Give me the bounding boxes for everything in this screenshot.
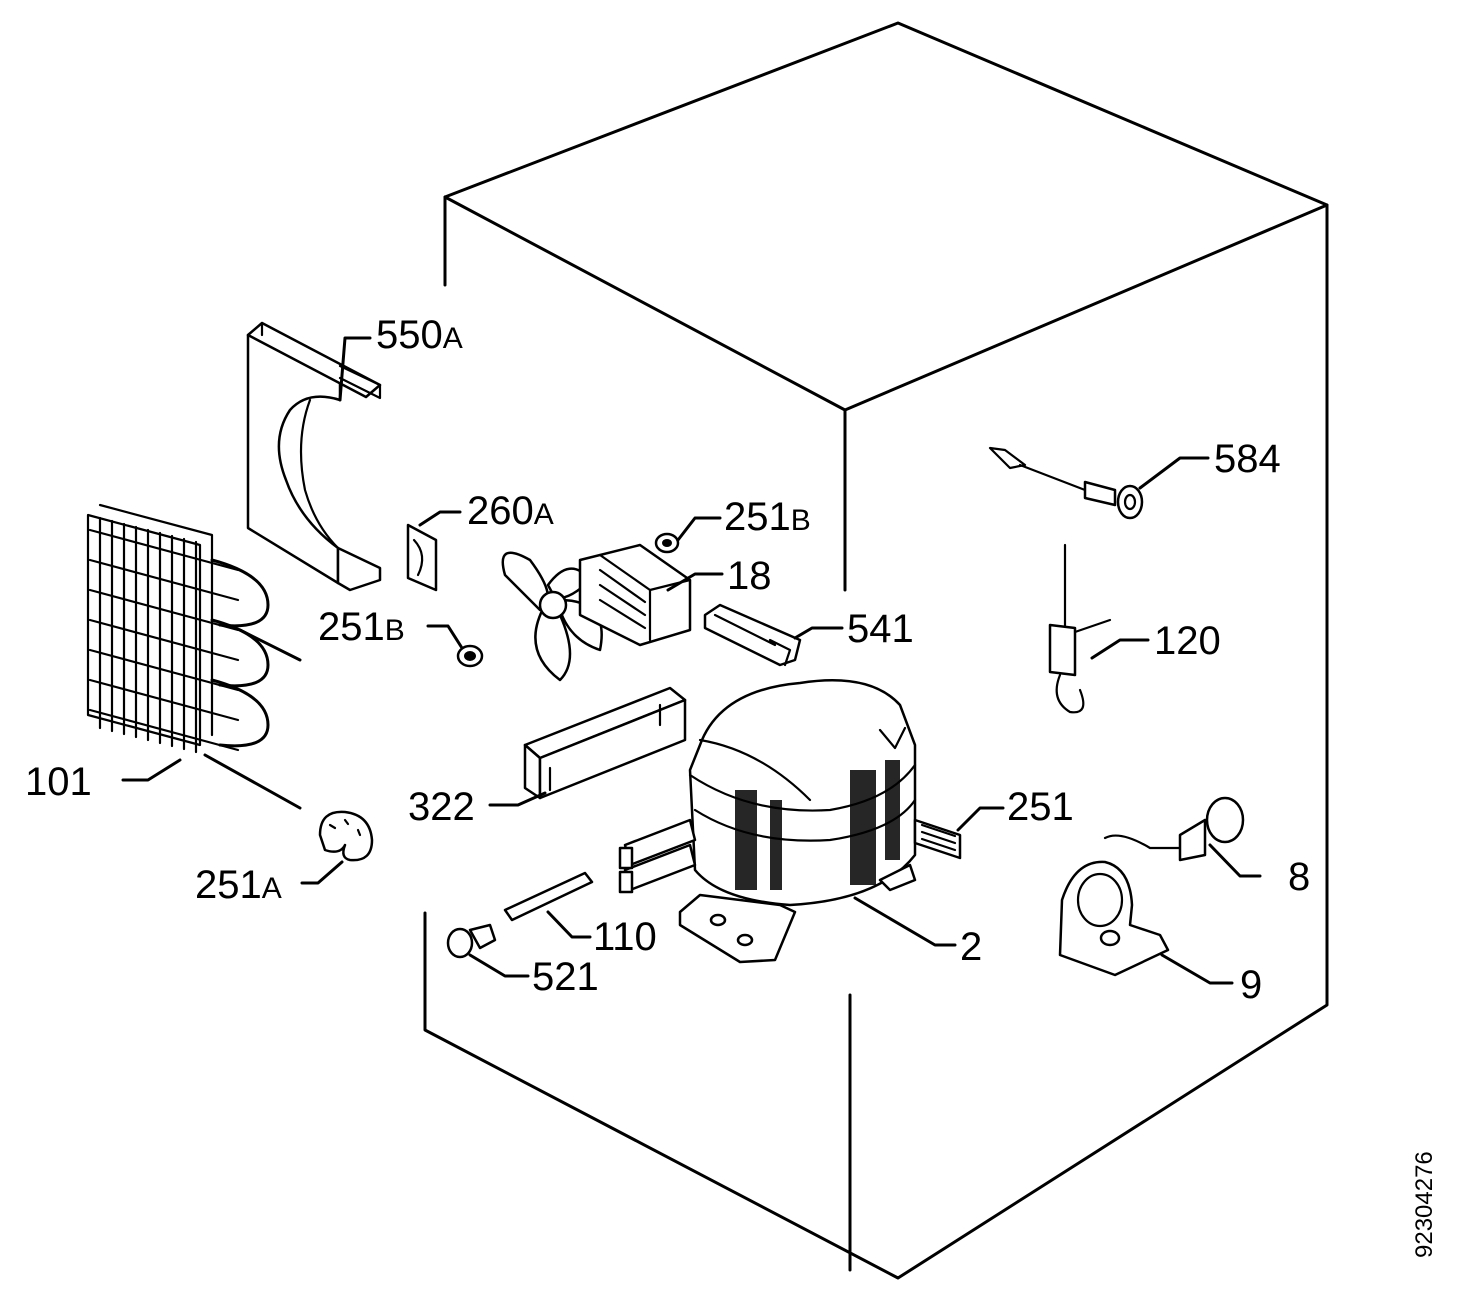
label-120: 120 — [1154, 619, 1221, 663]
part-labels: 550A 260A 251B 251B 18 541 584 120 101 3… — [25, 313, 1310, 1007]
label-2: 2 — [960, 925, 982, 969]
label-251B-right: 251B — [724, 495, 811, 539]
label-251B-left: 251B — [318, 605, 405, 649]
label-101: 101 — [25, 760, 92, 804]
plug-part — [446, 923, 497, 959]
grommet-part-left — [456, 644, 484, 668]
compressor-part — [618, 679, 917, 964]
label-18: 18 — [727, 554, 772, 598]
label-584: 584 — [1214, 437, 1281, 481]
cabinet-outline — [423, 21, 1329, 1280]
air-duct-part — [246, 321, 382, 592]
label-322: 322 — [408, 785, 475, 829]
condenser-part — [86, 503, 302, 810]
label-110: 110 — [593, 915, 657, 959]
rail-bracket-part — [523, 686, 687, 800]
fan-bracket-part — [406, 523, 438, 592]
label-9: 9 — [1240, 963, 1262, 1007]
grommet-part-right — [654, 532, 680, 554]
clip-part — [703, 603, 802, 667]
tube-part — [503, 871, 594, 922]
label-251: 251 — [1007, 785, 1074, 829]
relay-part — [913, 818, 962, 860]
leader-lines — [121, 336, 1262, 985]
thermostat-capillary-part — [1048, 543, 1112, 714]
thermal-protector-part — [1103, 796, 1245, 862]
fan-motor-part — [501, 543, 692, 682]
document-number: 92304276 — [1411, 1151, 1438, 1258]
label-521: 521 — [532, 955, 599, 999]
label-260A: 260A — [467, 489, 554, 533]
label-541: 541 — [847, 607, 914, 651]
label-550A: 550A — [376, 313, 463, 357]
label-8: 8 — [1288, 855, 1310, 899]
rubber-cap-part — [318, 810, 374, 862]
label-251A: 251A — [195, 863, 282, 907]
starter-housing-part — [1058, 860, 1170, 977]
sensor-part — [988, 446, 1144, 520]
